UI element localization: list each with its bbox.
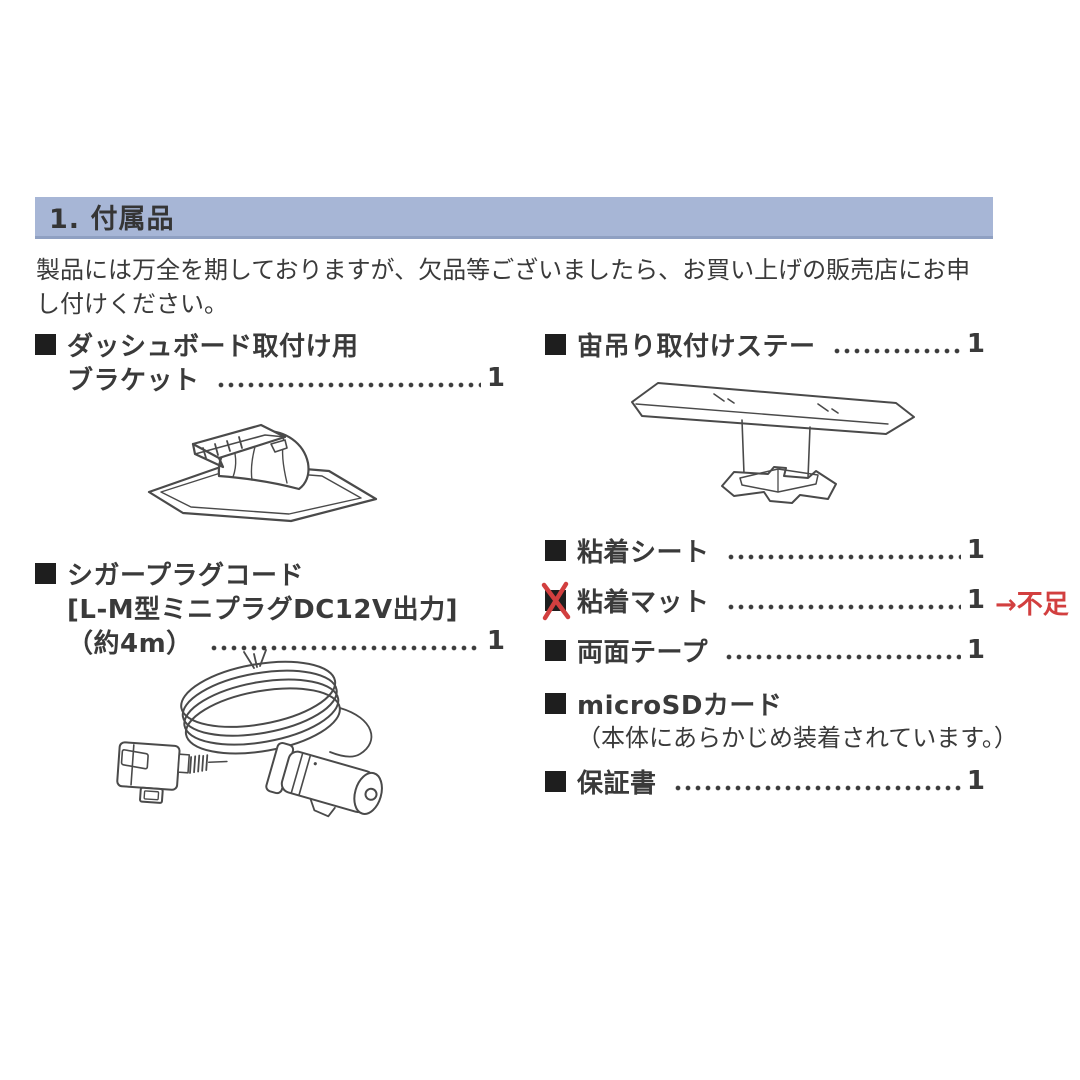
intro-line-1: 製品には万全を期しておりますが、欠品等ございましたら、お買い上げの販売店にお申 [36,256,971,284]
item-microsd-card: microSDカード （本体にあらかじめ装着されています。） [545,686,1018,754]
dotted-leader [215,382,481,388]
item-label: 粘着シート [577,537,710,568]
item-quantity: 1 [966,329,985,359]
bullet-square-icon [545,639,566,661]
item-label: シガープラグコード [67,560,304,591]
bullet-square-icon [545,539,566,561]
cigar-plug-cord-illustration [112,646,412,824]
item-quantity: 1 [486,626,505,656]
item-quantity: 1 [966,635,985,665]
bullet-square-icon [545,770,566,792]
section-header-bar: 1. 付属品 [35,197,993,239]
item-label-line3: （約4m） [67,628,193,659]
bullet-square-icon [35,333,56,355]
bullet-square-icon [545,692,566,714]
item-cigar-plug-cord: シガープラグコード [L-M型ミニプラグDC12V出力] （約4m） 1 [35,556,505,659]
ceiling-mount-stay-illustration [622,372,922,510]
shortage-annotation: →不足 [995,590,1069,620]
dotted-leader [725,554,961,560]
intro-text: 製品には万全を期しておりますが、欠品等ございましたら、お買い上げの販売店にお申 … [36,253,998,321]
item-label: 両面テープ [577,637,708,668]
bullet-square-icon [35,562,56,584]
item-label: 保証書 [577,768,657,799]
dotted-leader [725,604,961,610]
item-double-sided-tape: 両面テープ 1 [545,633,985,668]
dotted-leader [672,785,961,791]
dashboard-bracket-illustration [133,392,391,524]
dotted-leader [723,654,961,660]
dotted-leader [208,645,481,651]
item-label-line2: ブラケット [67,365,200,396]
section-title: 1. 付属品 [49,204,175,235]
item-ceiling-mount-stay: 宙吊り取付けステー 1 [545,327,985,362]
item-quantity: 1 [966,766,985,796]
item-quantity: 1 [966,535,985,565]
item-warranty: 保証書 1 [545,764,985,799]
intro-line-2: し付けください。 [36,290,228,318]
item-label: microSDカード [577,690,783,721]
dotted-leader [831,348,961,354]
item-label-line2: [L-M型ミニプラグDC12V出力] [67,594,458,625]
bullet-square-icon [541,581,571,620]
item-label: 粘着マット [577,587,710,618]
item-quantity: 1 [486,363,505,393]
item-quantity: 1 [966,585,985,615]
item-dashboard-bracket: ダッシュボード取付け用 ブラケット 1 [35,327,505,396]
item-note: （本体にあらかじめ装着されています。） [577,724,1018,752]
item-label: 宙吊り取付けステー [577,331,816,362]
bullet-square-icon [545,333,566,355]
item-adhesive-mat: 粘着マット 1 →不足 [541,581,1069,620]
item-adhesive-sheet: 粘着シート 1 [545,533,985,568]
item-label: ダッシュボード取付け用 [67,331,359,362]
x-mark-icon [541,581,571,620]
